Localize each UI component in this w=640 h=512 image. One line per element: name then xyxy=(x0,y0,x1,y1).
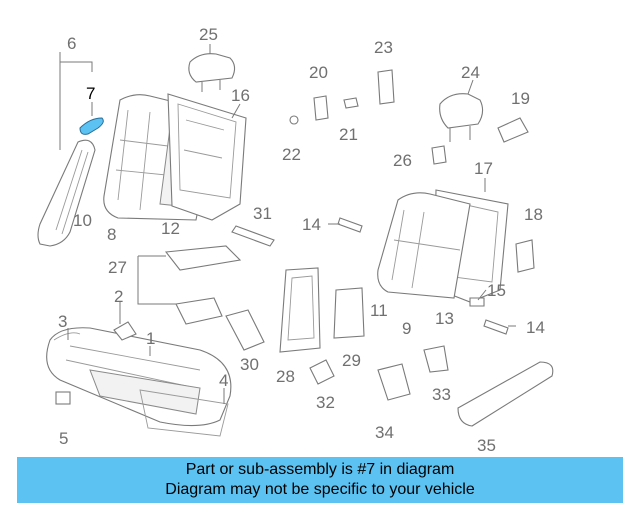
callout-5: 5 xyxy=(59,429,68,448)
leader-lines xyxy=(59,44,516,404)
part-26-bushing[interactable] xyxy=(431,145,447,165)
callout-15: 15 xyxy=(487,281,506,300)
part-25-headrest[interactable] xyxy=(188,53,236,92)
callout-18: 18 xyxy=(524,205,543,224)
part-24-headrest[interactable] xyxy=(439,93,484,142)
callout-34: 34 xyxy=(375,423,394,442)
callout-31: 31 xyxy=(253,204,272,223)
part-7-trim-piece[interactable] xyxy=(79,117,104,135)
callout-13: 13 xyxy=(435,309,454,328)
callout-14-lower: 14 xyxy=(526,318,545,337)
part-35-armrest[interactable] xyxy=(457,361,554,427)
callout-11: 11 xyxy=(370,301,388,320)
callout-20: 20 xyxy=(309,63,328,82)
banner-line-1: Part or sub-assembly is #7 in diagram xyxy=(185,461,455,478)
callout-32: 32 xyxy=(316,393,335,412)
callout-2: 2 xyxy=(114,287,123,306)
callout-24: 24 xyxy=(461,63,480,82)
part-6-side-bolster[interactable] xyxy=(37,139,96,247)
callout-35: 35 xyxy=(477,436,496,455)
seat-exploded-diagram: 1 2 3 4 5 6 7 8 9 10 11 12 13 14 14 15 1… xyxy=(37,25,554,455)
callout-10: 10 xyxy=(73,211,92,230)
part-30-panel[interactable] xyxy=(225,309,265,351)
part-33-bracket[interactable] xyxy=(423,345,449,373)
callout-25: 25 xyxy=(199,25,218,44)
callout-6: 6 xyxy=(67,34,76,53)
part-9-seat-back-cover[interactable] xyxy=(377,192,471,299)
callout-28: 28 xyxy=(276,367,295,386)
callout-26: 26 xyxy=(393,151,412,170)
callout-14-upper: 14 xyxy=(302,215,321,234)
part-23-cover[interactable] xyxy=(377,69,395,105)
part-32-clip[interactable] xyxy=(309,359,335,385)
callout-7-highlighted: 7 xyxy=(86,84,95,103)
callout-17: 17 xyxy=(474,159,493,178)
callout-23: 23 xyxy=(374,38,393,57)
callout-1: 1 xyxy=(146,329,155,348)
part-22-nut[interactable] xyxy=(289,115,299,125)
callout-22: 22 xyxy=(282,145,301,164)
part-21-bolt[interactable] xyxy=(343,97,359,109)
part-27-pad-assembly[interactable] xyxy=(137,245,242,325)
part-20-clip[interactable] xyxy=(313,95,329,121)
part-5-clip[interactable] xyxy=(55,391,71,405)
callout-30: 30 xyxy=(240,355,259,374)
callout-8: 8 xyxy=(107,225,116,244)
part-15-bolt[interactable] xyxy=(469,297,485,307)
callout-12: 12 xyxy=(161,219,180,238)
callout-4: 4 xyxy=(219,371,228,390)
part-29-bracket-frame[interactable] xyxy=(333,287,365,339)
callout-labels: 1 2 3 4 5 6 7 8 9 10 11 12 13 14 14 15 1… xyxy=(58,25,545,455)
part-28-armrest-frame[interactable] xyxy=(279,267,321,353)
callout-16: 16 xyxy=(231,86,250,105)
info-banner: Part or sub-assembly is #7 in diagram Di… xyxy=(17,457,623,503)
part-18-bracket[interactable] xyxy=(515,239,535,273)
part-16-seat-back-frame[interactable] xyxy=(167,93,247,221)
banner-line-2: Diagram may not be specific to your vehi… xyxy=(165,481,475,498)
callout-19: 19 xyxy=(511,89,530,108)
part-34-hinge[interactable] xyxy=(377,363,411,401)
part-2-bracket[interactable] xyxy=(113,321,137,341)
callout-21: 21 xyxy=(339,125,358,144)
callout-9: 9 xyxy=(402,319,411,338)
part-14-bolt-lower[interactable] xyxy=(483,319,509,335)
part-1-seat-cushion[interactable] xyxy=(46,327,232,427)
callout-29: 29 xyxy=(342,351,361,370)
part-14-bolt-upper[interactable] xyxy=(337,217,363,233)
part-4-cushion-frame[interactable] xyxy=(139,389,229,437)
part-31-strip[interactable] xyxy=(231,225,275,247)
part-19-latch[interactable] xyxy=(497,117,529,143)
callout-33: 33 xyxy=(432,385,451,404)
callout-3: 3 xyxy=(58,312,67,331)
callout-27: 27 xyxy=(108,258,127,277)
